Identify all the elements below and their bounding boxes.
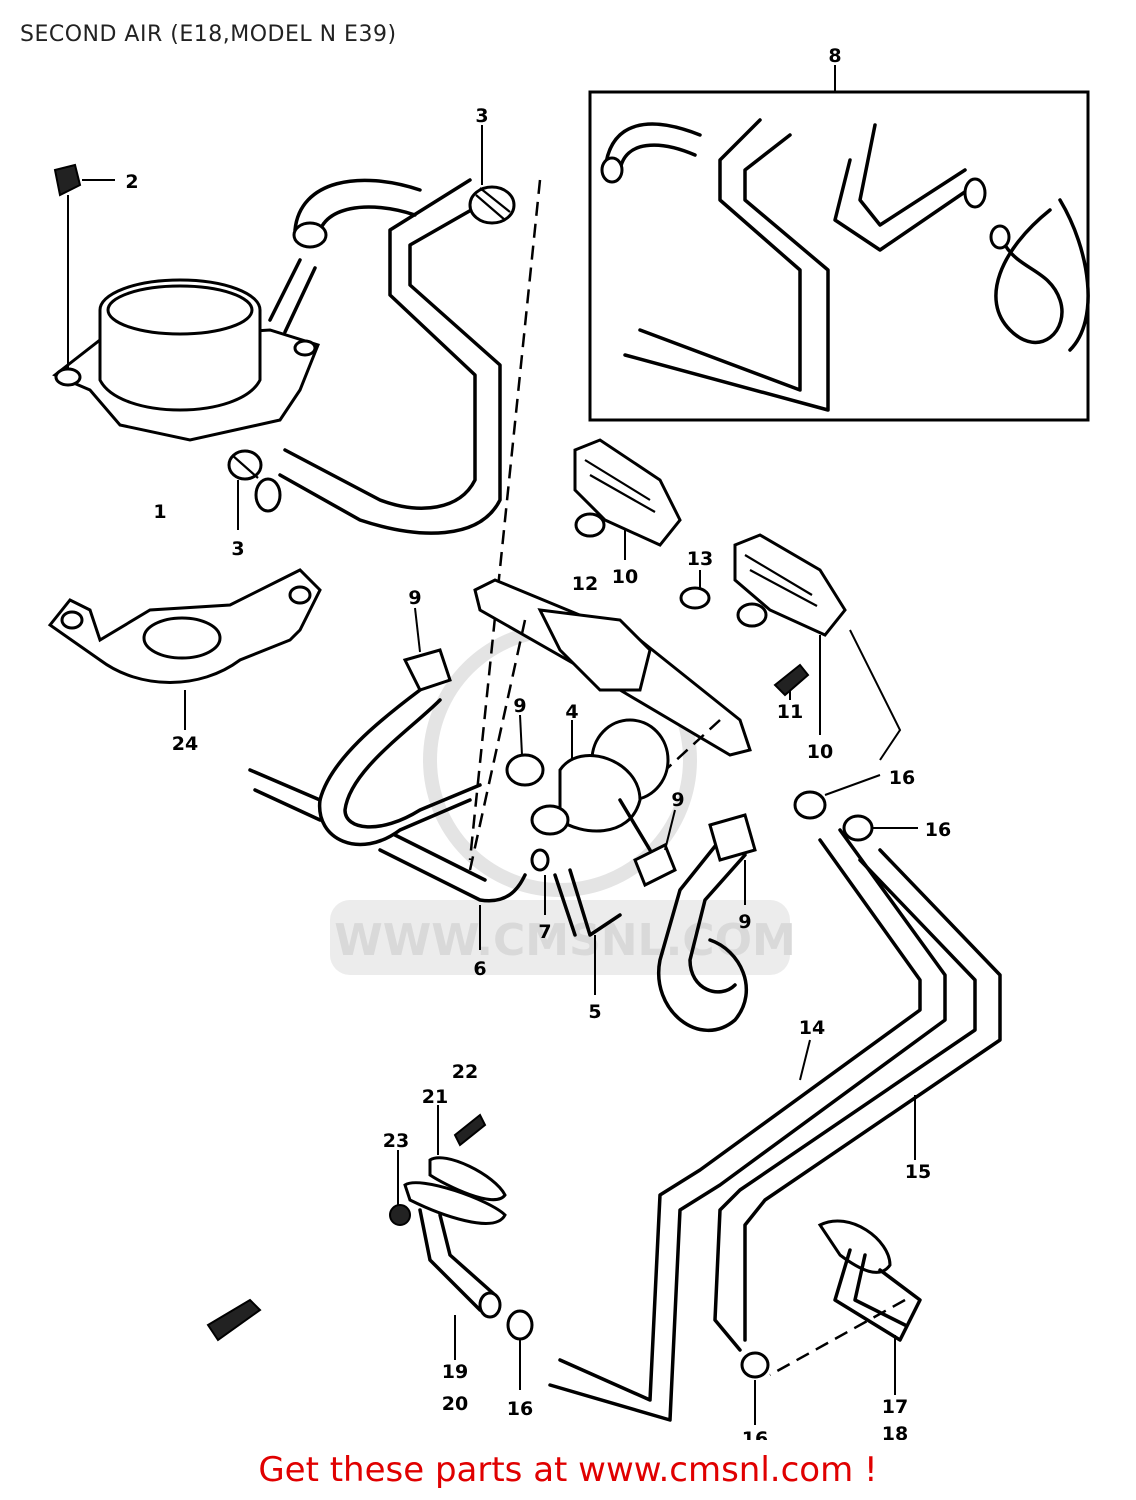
long-hoses xyxy=(548,828,1002,1422)
small-part xyxy=(206,1298,262,1342)
screw xyxy=(53,163,115,370)
callout-21: 21 xyxy=(422,1086,448,1108)
reed-valve-lower xyxy=(733,533,902,761)
hose-kit-box xyxy=(588,90,1090,422)
callout-16-b: 16 xyxy=(925,819,951,841)
air-cleaner-case xyxy=(52,258,320,442)
callout-6: 6 xyxy=(473,958,486,980)
callout-2: 2 xyxy=(125,171,138,193)
hose-clamp-16-d xyxy=(740,1351,770,1425)
callout-9-b: 9 xyxy=(513,695,526,717)
callout-12: 12 xyxy=(572,573,598,595)
callout-10-a: 10 xyxy=(612,566,638,588)
callout-3-top: 3 xyxy=(475,105,488,127)
hose-clamp-3-top xyxy=(468,125,516,225)
nut-23 xyxy=(389,1150,411,1226)
callout-10-b: 10 xyxy=(807,741,833,763)
reed-valve-upper xyxy=(573,438,682,560)
stud-22 xyxy=(453,1113,487,1147)
hose-clamp-16-a xyxy=(793,774,881,820)
hose-clamp-9-b xyxy=(505,714,545,787)
callout-18: 18 xyxy=(882,1423,908,1440)
pipe-19-20 xyxy=(403,1181,507,1360)
callout-8: 8 xyxy=(828,45,841,67)
callout-7: 7 xyxy=(538,921,551,943)
hose-clamp-16-b xyxy=(842,814,918,842)
callout-19: 19 xyxy=(442,1361,468,1383)
callout-16-a: 16 xyxy=(889,767,915,789)
callout-5: 5 xyxy=(588,1001,601,1023)
callout-22: 22 xyxy=(452,1061,478,1083)
callout-9-d: 9 xyxy=(738,911,751,933)
pipe-17-18 xyxy=(769,1219,922,1395)
footer-link[interactable]: Get these parts at www.cmsnl.com ! xyxy=(258,1450,878,1490)
hose-clamp-9-c xyxy=(633,809,677,888)
callout-3-bottom: 3 xyxy=(231,538,244,560)
parts-diagram: WWW.CMSNL.COM xyxy=(47,45,1090,1440)
callout-4: 4 xyxy=(565,701,578,723)
callout-17: 17 xyxy=(882,1396,908,1418)
hose-clamp-9-a xyxy=(402,607,452,692)
callout-11: 11 xyxy=(777,701,803,723)
bolt-13 xyxy=(679,570,711,610)
watermark: WWW.CMSNL.COM xyxy=(330,623,796,975)
bracket-24 xyxy=(47,568,322,730)
screw-11 xyxy=(773,663,810,700)
watermark-text: WWW.CMSNL.COM xyxy=(334,915,796,966)
callouts: 1 2 3 3 4 5 6 7 8 9 9 9 9 10 10 11 12 13… xyxy=(125,45,951,1440)
callout-15: 15 xyxy=(905,1161,931,1183)
callout-9-a: 9 xyxy=(408,587,421,609)
hose-kit-parts xyxy=(600,118,1090,412)
hose-clamp-3-bottom xyxy=(227,449,263,530)
middle-hoses xyxy=(248,688,748,1033)
callout-20: 20 xyxy=(442,1393,468,1415)
callout-16-d: 16 xyxy=(742,1428,768,1440)
callout-24: 24 xyxy=(172,733,198,755)
callout-13: 13 xyxy=(687,548,713,570)
callout-9-c: 9 xyxy=(671,789,684,811)
air-valve xyxy=(530,718,670,852)
main-hose-upper xyxy=(254,178,502,535)
hose-clamp-16-c xyxy=(506,1309,534,1390)
diagram-title: SECOND AIR (E18,MODEL N E39) xyxy=(20,22,397,47)
callout-16-c: 16 xyxy=(507,1398,533,1420)
callout-14: 14 xyxy=(799,1017,825,1039)
gasket-21 xyxy=(428,1105,507,1202)
connection-line xyxy=(468,179,542,861)
hose-clamp-9-d xyxy=(708,813,757,905)
callout-23: 23 xyxy=(383,1130,409,1152)
callout-1: 1 xyxy=(153,501,166,523)
clip-7 xyxy=(530,848,550,915)
